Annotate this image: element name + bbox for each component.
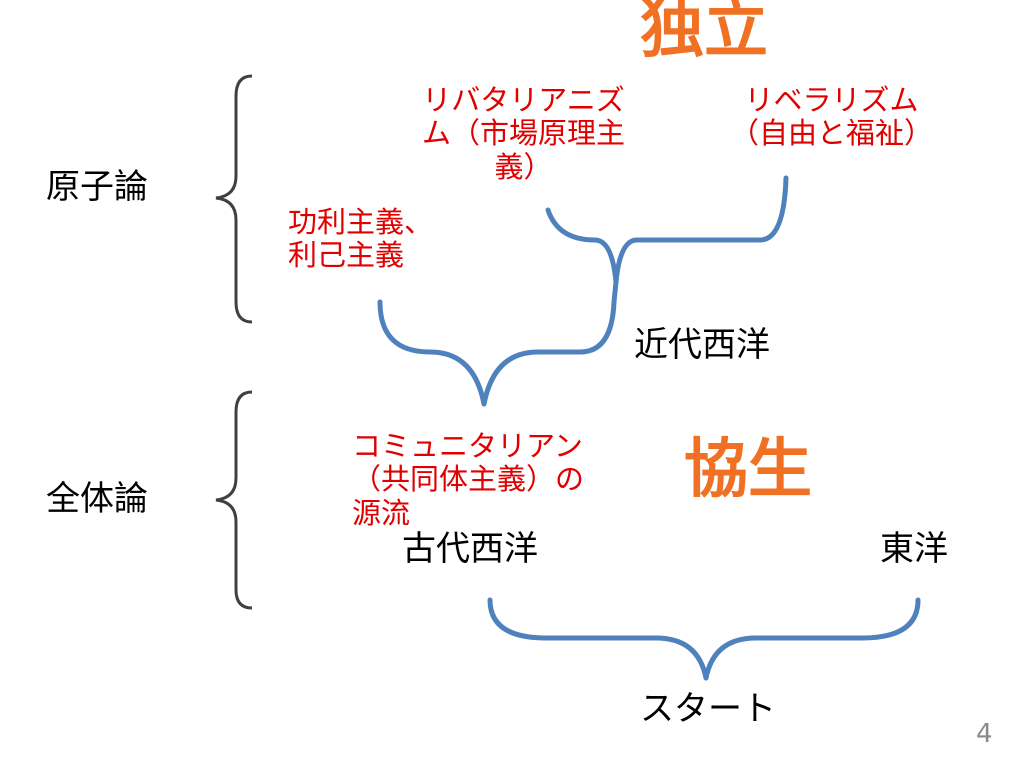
brace-genshiron <box>215 74 253 324</box>
note-line: （共同体主義）の <box>352 462 585 497</box>
keyword-kyosei: 協生 <box>684 433 812 507</box>
note-line: 利己主義 <box>288 238 405 273</box>
note-libertarianism: リバタリアニズ ム（市場原理主 義） <box>422 83 626 184</box>
note-communitarian: コミュニタリアン （共同体主義）の 源流 <box>352 429 585 530</box>
keyword-dokuritsu: 独立 <box>640 0 768 67</box>
note-utilitarianism: 功利主義、 利己主義 <box>288 205 434 273</box>
label-toyo: 東洋 <box>880 529 948 569</box>
label-zentairon: 全体論 <box>46 479 148 519</box>
note-line: （自由と福祉） <box>730 116 934 151</box>
brace-zentairon <box>215 390 253 610</box>
page-number: 4 <box>976 719 993 749</box>
note-line: コミュニタリアン <box>352 429 583 463</box>
note-line: 功利主義、 <box>288 205 434 239</box>
note-line: ム（市場原理主 <box>422 116 626 151</box>
curly-brace-modern-join <box>377 279 619 407</box>
note-line: リベラリズム <box>744 83 919 117</box>
label-kindai-seiyo: 近代西洋 <box>634 325 770 365</box>
label-start: スタート <box>640 689 776 729</box>
label-genshiron: 原子論 <box>46 167 148 207</box>
note-line: 義） <box>494 149 553 184</box>
curly-brace-liberal-join <box>545 175 789 285</box>
note-line: 源流 <box>352 495 411 530</box>
label-kodai-seiyo: 古代西洋 <box>402 529 538 569</box>
note-liberalism: リベラリズム （自由と福祉） <box>730 83 934 151</box>
curly-brace-start-join <box>487 597 921 681</box>
note-line: リバタリアニズ <box>422 83 625 117</box>
